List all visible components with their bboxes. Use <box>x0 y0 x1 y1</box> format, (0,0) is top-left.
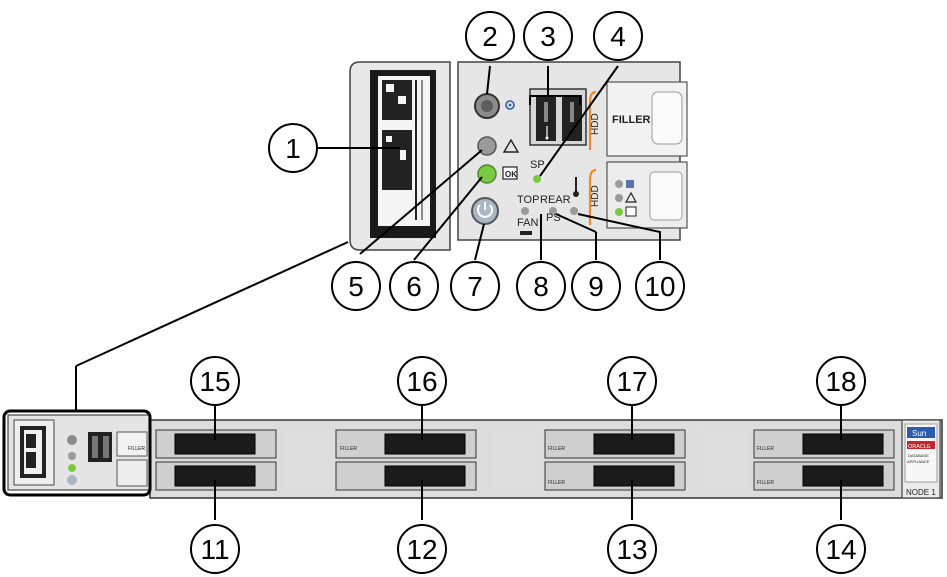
callout-number: 9 <box>588 271 604 302</box>
callout-number: 3 <box>540 21 556 52</box>
callout-circle <box>190 356 240 406</box>
sun-logo: Sun <box>912 429 926 438</box>
filler-label: FILLER <box>612 114 651 126</box>
callout-circle <box>593 11 643 61</box>
callout-number: 6 <box>406 271 422 302</box>
callout-number: 18 <box>825 366 856 397</box>
filler-label: FILLER <box>340 446 357 452</box>
callout-10: 10 <box>635 261 685 311</box>
oracle-logo: ORACLE <box>908 444 931 450</box>
ok-led <box>477 164 497 184</box>
callout-15: 15 <box>190 356 240 406</box>
callout-3: 3 <box>523 11 573 61</box>
callout-4: 4 <box>593 11 643 61</box>
callout-number: 7 <box>467 271 483 302</box>
callout-number: 8 <box>533 271 549 302</box>
callout-9: 9 <box>571 261 621 311</box>
ok-icon <box>502 166 518 180</box>
hdd-label: HDD <box>590 113 601 135</box>
callout-number: 14 <box>825 534 856 565</box>
badge-database: DATABASE <box>908 453 929 458</box>
ok-label: OK <box>505 170 517 179</box>
callout-13: 13 <box>607 524 657 574</box>
warning-icon <box>502 138 520 153</box>
callout-circle <box>516 261 566 311</box>
callout-circle <box>397 524 447 574</box>
ps-label: PS <box>546 212 561 224</box>
callout-number: 13 <box>616 534 647 565</box>
fan-label: FAN <box>517 217 538 229</box>
top-label: TOP <box>517 194 539 206</box>
callout-number: 1 <box>285 133 301 164</box>
filler-label: FILLER <box>128 446 145 452</box>
callout-circle <box>607 356 657 406</box>
power-button[interactable] <box>471 197 499 225</box>
callout-number: 16 <box>406 366 437 397</box>
callout-number: 12 <box>406 534 437 565</box>
callout-8: 8 <box>516 261 566 311</box>
callout-circle <box>397 356 447 406</box>
node-label: NODE 1 <box>906 488 936 497</box>
rear-ps-led <box>549 207 557 215</box>
sp-label: SP <box>530 159 545 171</box>
callout-circle <box>450 261 500 311</box>
callout-number: 10 <box>644 271 675 302</box>
callout-number: 2 <box>482 21 498 52</box>
power-icon <box>477 202 493 218</box>
rear-label: REAR <box>540 194 571 206</box>
callout-circle <box>268 123 318 173</box>
callout-circle <box>190 524 240 574</box>
callout-1: 1 <box>268 123 318 173</box>
badge-appliance: APPLIANCE <box>907 459 930 464</box>
callout-5: 5 <box>331 261 381 311</box>
sp-led <box>533 175 541 183</box>
callout-circle <box>816 356 866 406</box>
service-led <box>477 136 497 156</box>
callout-circle <box>816 524 866 574</box>
callout-circle <box>523 11 573 61</box>
temp-led <box>570 207 578 215</box>
filler-label: FILLER <box>548 480 565 486</box>
thermometer-icon <box>573 177 579 197</box>
callout-11: 11 <box>190 524 240 574</box>
callout-2: 2 <box>465 11 515 61</box>
callout-circle <box>635 261 685 311</box>
callout-number: 5 <box>348 271 364 302</box>
callout-circle <box>571 261 621 311</box>
callout-circle <box>331 261 381 311</box>
callout-7: 7 <box>450 261 500 311</box>
callout-circle <box>607 524 657 574</box>
server-chassis: FILLER FILLER FILLER FILLER FILLER FILLE… <box>2 409 943 499</box>
callout-12: 12 <box>397 524 447 574</box>
locator-icon <box>505 100 515 110</box>
callout-16: 16 <box>397 356 447 406</box>
hdd-label: HDD <box>590 185 601 207</box>
callout-circle <box>389 261 439 311</box>
callout-circle <box>465 11 515 61</box>
callout-14: 14 <box>816 524 866 574</box>
callout-17: 17 <box>607 356 657 406</box>
filler-label: FILLER <box>757 480 774 486</box>
callout-leaders <box>214 65 842 520</box>
top-fan-led <box>521 207 529 215</box>
filler-label: FILLER <box>548 446 565 452</box>
filler-label: FILLER <box>757 446 774 452</box>
callout-number: 4 <box>610 21 626 52</box>
usb-icon <box>545 126 549 140</box>
vent <box>282 428 332 488</box>
callout-18: 18 <box>816 356 866 406</box>
callout-number: 17 <box>616 366 647 397</box>
callout-number: 11 <box>200 534 229 565</box>
zoomed-detail: OK SP TOP FAN REAR PS <box>349 61 688 251</box>
callout-number: 15 <box>199 366 230 397</box>
callout-6: 6 <box>389 261 439 311</box>
